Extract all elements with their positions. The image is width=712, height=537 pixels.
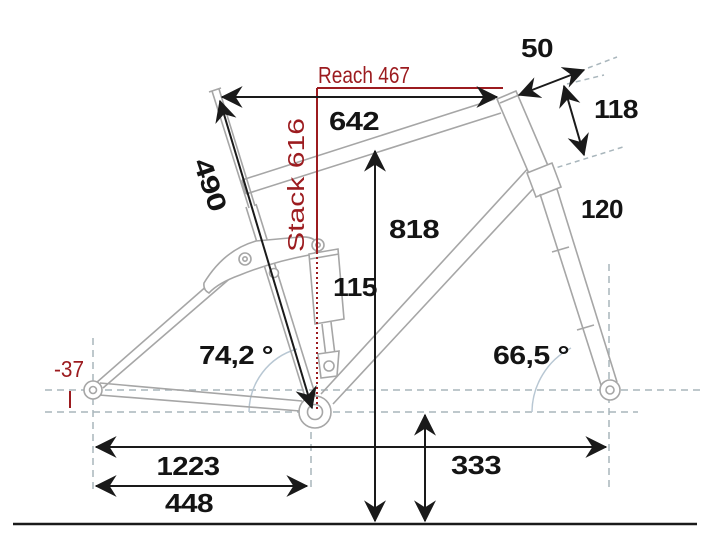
stack-label: Stack 616 bbox=[283, 118, 309, 252]
toptube-label: 642 bbox=[329, 106, 379, 136]
head-angle-label: 66,5 ° bbox=[493, 340, 569, 370]
headset-top-line bbox=[499, 94, 520, 104]
headtube-bottom-dashed-line bbox=[548, 146, 624, 171]
fork-leg-line2 bbox=[556, 188, 618, 383]
front-axle-inner bbox=[605, 385, 615, 395]
headtube-top-dashed-line bbox=[566, 74, 605, 85]
shock-clevis-pivot bbox=[323, 360, 335, 372]
headtube-shape bbox=[495, 89, 551, 178]
fork-travel-label: 120 bbox=[581, 194, 623, 224]
frame-drawing bbox=[83, 87, 621, 429]
bb-height-label: 333 bbox=[451, 450, 501, 480]
wheelbase-label: 1223 bbox=[157, 451, 220, 481]
downtube-line bbox=[320, 163, 533, 395]
bb-drop-label: -37 bbox=[54, 356, 84, 382]
seatpost-cap bbox=[208, 87, 222, 93]
rear-axle-inner bbox=[88, 385, 98, 395]
headtube-arrow bbox=[559, 84, 589, 157]
rocker-pivot-front bbox=[238, 252, 252, 266]
fork-joint-line bbox=[551, 246, 570, 253]
stem-extension-dashed-line bbox=[587, 56, 618, 69]
front-axle-outer bbox=[599, 379, 621, 401]
measurement-arrows bbox=[13, 67, 697, 526]
chainstay-top-line bbox=[99, 382, 303, 402]
headtube-label: 118 bbox=[594, 94, 638, 124]
bottom-bracket-outer bbox=[298, 395, 332, 429]
shock-shaft-line2 bbox=[330, 321, 336, 356]
stem-label: 50 bbox=[521, 33, 553, 63]
fork-joint-line2 bbox=[576, 324, 595, 331]
standover-label: 818 bbox=[389, 214, 439, 244]
head-angle-arc bbox=[531, 347, 572, 413]
rear-axle-outer bbox=[83, 380, 103, 400]
fork-leg-line bbox=[539, 193, 602, 386]
shock-shaft-line bbox=[321, 323, 327, 358]
chainstay-label: 448 bbox=[165, 488, 213, 518]
shock-label: 115 bbox=[333, 272, 377, 302]
reach-label: Reach 467 bbox=[318, 62, 410, 88]
seat-angle-label: 74,2 ° bbox=[199, 340, 273, 370]
seattube-seat-angle-arrow bbox=[215, 99, 317, 410]
labels: Reach 467 Stack 616 -37 642 490 50 118 1… bbox=[54, 33, 639, 518]
stem-arrow bbox=[517, 67, 586, 98]
seattube-label: 490 bbox=[187, 154, 233, 215]
fork-crown-shape bbox=[525, 161, 563, 199]
